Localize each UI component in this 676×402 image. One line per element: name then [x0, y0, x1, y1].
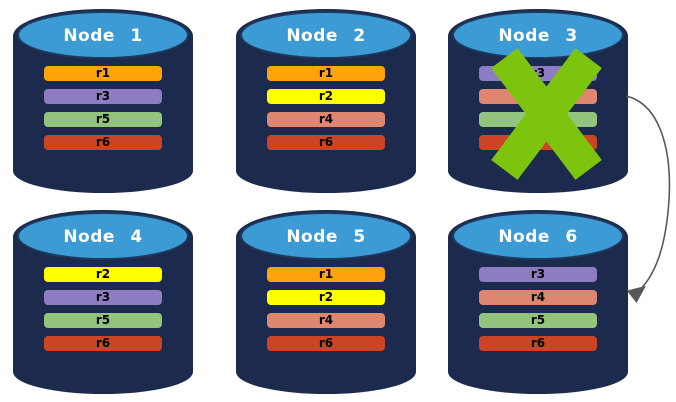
replica-label: r1	[318, 267, 334, 281]
node-title: Node 2	[286, 26, 366, 46]
replica-bar: r4	[479, 290, 597, 305]
replica-bar: r1	[44, 66, 162, 81]
node-3-cylinder: Node 3 r3	[448, 9, 628, 193]
replica-bar: r1	[267, 66, 385, 81]
replica-bar: r2	[267, 89, 385, 104]
replica-bar	[479, 89, 597, 104]
replica-label: r6	[95, 336, 111, 350]
node-title: Node 1	[63, 26, 143, 46]
replica-label: r3	[530, 267, 546, 281]
node-title: Node 4	[63, 227, 143, 247]
replica-bar: r4	[267, 112, 385, 127]
replica-label: r4	[318, 313, 334, 327]
replica-list: r2 r3 r5 r6	[44, 267, 162, 351]
node-5-cylinder: Node 5 r1 r2 r4 r6	[236, 210, 416, 394]
replica-bar: r2	[44, 267, 162, 282]
replica-bar: r6	[479, 336, 597, 351]
node-title: Node 3	[498, 26, 578, 46]
replica-label: r3	[95, 89, 111, 103]
replica-label: r5	[95, 313, 111, 327]
replica-label: r5	[95, 112, 111, 126]
node-6-cylinder: Node 6 r3 r4 r5 r6	[448, 210, 628, 394]
replica-bar: r3	[479, 66, 597, 81]
node-title: Node 6	[498, 227, 578, 247]
replica-label: r1	[95, 66, 111, 80]
replica-bar: r1	[267, 267, 385, 282]
node-title: Node 5	[286, 227, 366, 247]
replica-bar: r2	[267, 290, 385, 305]
replica-bar: r5	[44, 112, 162, 127]
replica-bar	[479, 135, 597, 150]
replica-label: r2	[95, 267, 111, 281]
replica-bar: r6	[44, 135, 162, 150]
replica-label: r6	[318, 135, 334, 149]
replica-bar: r3	[479, 267, 597, 282]
replica-label: r6	[318, 336, 334, 350]
replica-bar: r3	[44, 89, 162, 104]
replica-list: r3 r4 r5 r6	[479, 267, 597, 351]
replica-label: r4	[318, 112, 334, 126]
replica-bar: r5	[44, 313, 162, 328]
cylinder-top: Node 1	[17, 11, 189, 59]
cylinder-top: Node 4	[17, 212, 189, 260]
replica-label: r3	[95, 290, 111, 304]
replica-list: r3	[479, 66, 597, 150]
replica-label: r6	[95, 135, 111, 149]
replica-bar: r6	[44, 336, 162, 351]
replica-label: r5	[530, 313, 546, 327]
replica-bar	[479, 112, 597, 127]
cylinder-top: Node 3	[452, 11, 624, 59]
node-1-cylinder: Node 1 r1 r3 r5 r6	[13, 9, 193, 193]
replica-label: r2	[318, 290, 334, 304]
replica-bar: r6	[267, 336, 385, 351]
replica-bar: r6	[267, 135, 385, 150]
cylinder-top: Node 5	[240, 212, 412, 260]
cylinder-top: Node 6	[452, 212, 624, 260]
replica-bar: r3	[44, 290, 162, 305]
replica-bar: r5	[479, 313, 597, 328]
replica-label: r2	[318, 89, 334, 103]
node-4-cylinder: Node 4 r2 r3 r5 r6	[13, 210, 193, 394]
cylinder-top: Node 2	[240, 11, 412, 59]
node-2-cylinder: Node 2 r1 r2 r4 r6	[236, 9, 416, 193]
replica-label: r6	[530, 336, 546, 350]
replica-list: r1 r2 r4 r6	[267, 66, 385, 150]
replica-list: r1 r2 r4 r6	[267, 267, 385, 351]
replica-label: r3	[530, 66, 546, 80]
replica-label: r4	[530, 290, 546, 304]
replica-list: r1 r3 r5 r6	[44, 66, 162, 150]
replica-label: r1	[318, 66, 334, 80]
replica-bar: r4	[267, 313, 385, 328]
